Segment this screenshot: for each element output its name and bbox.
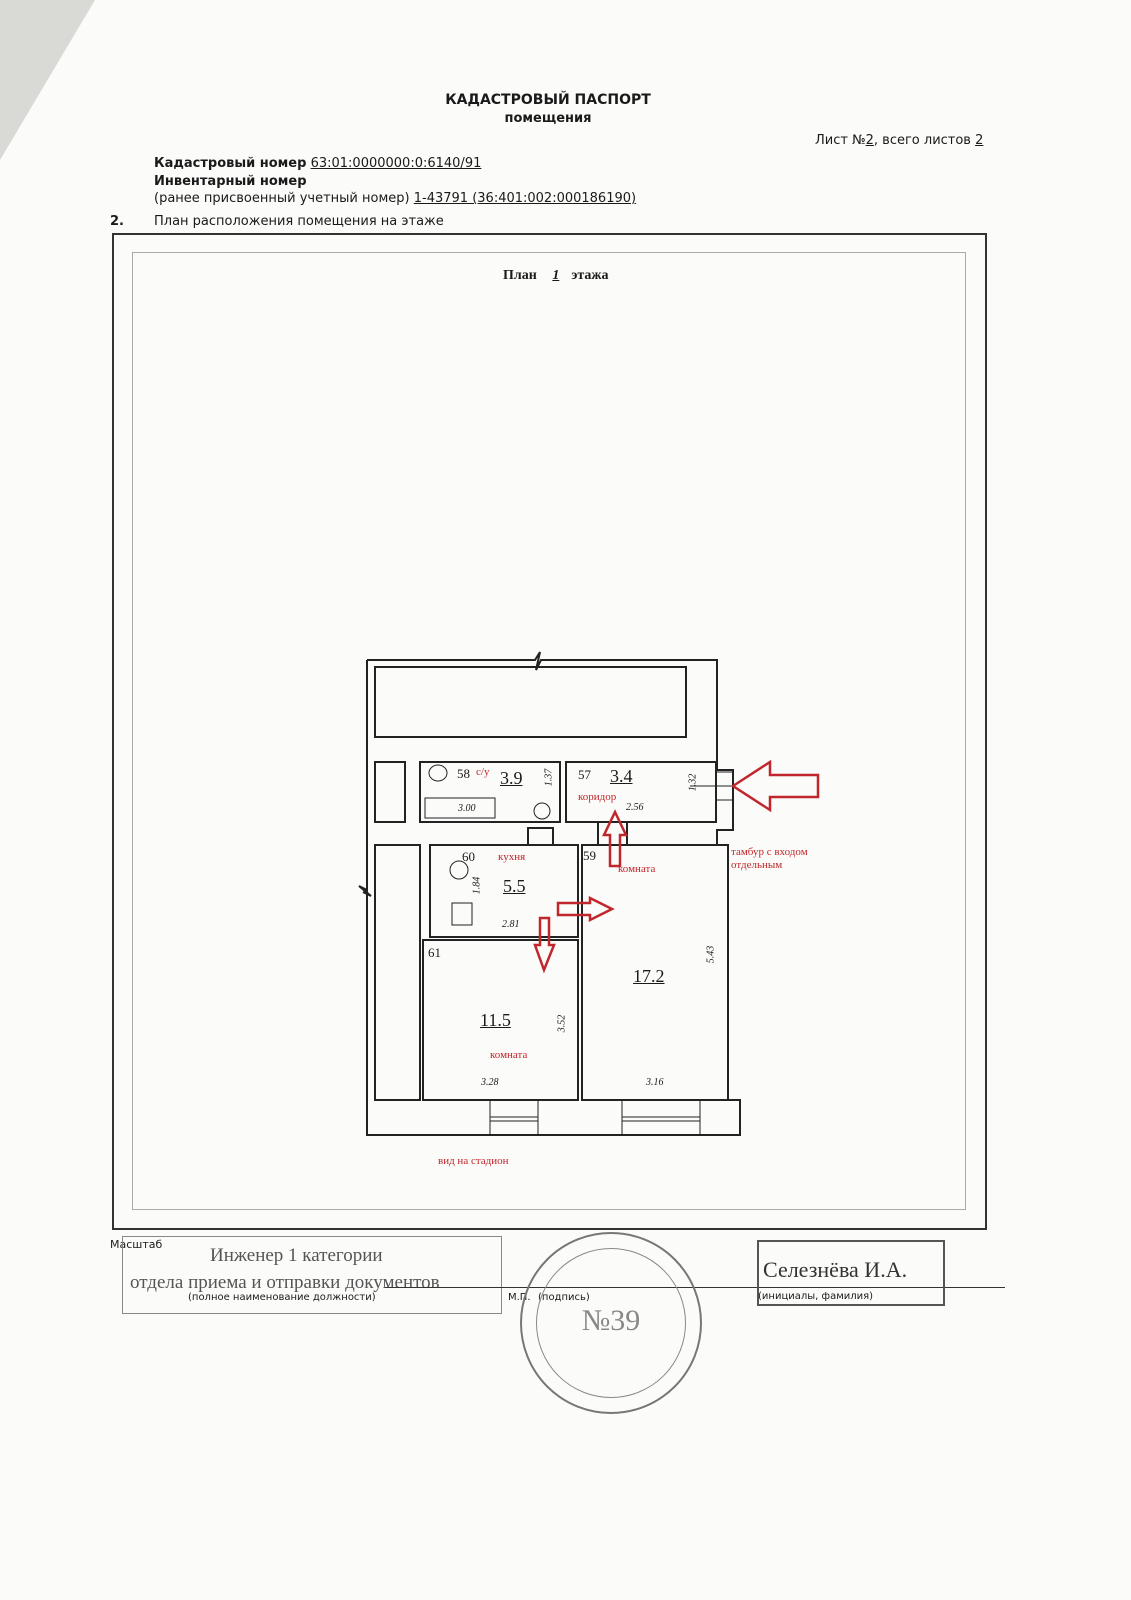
plan-frame: [112, 233, 987, 1230]
kitchen-area: 5.5: [503, 876, 526, 896]
arrow-down-icon: [533, 916, 556, 974]
room61-dim-length: 3.28: [481, 1077, 499, 1088]
wc-number: 58: [457, 766, 470, 781]
corridor-room: [565, 761, 717, 823]
entrance-note-2: отдельным: [731, 859, 783, 871]
corridor-dim-width: 1.32: [687, 773, 699, 792]
stove-icon: [451, 902, 473, 926]
toilet-icon: [428, 764, 448, 782]
plan-inner-frame: [132, 252, 966, 1210]
room59-name: комната: [618, 863, 656, 875]
mp-label: М.П.: [508, 1292, 531, 1303]
name-caption: (инициалы, фамилия): [758, 1291, 874, 1302]
prev-label: (ранее присвоенный учетный номер): [154, 191, 410, 206]
view-note: вид на стадион: [438, 1155, 509, 1167]
position-stamp: [122, 1236, 502, 1314]
break-mark: [358, 885, 372, 897]
cadastral-label: Кадастровый номер: [154, 156, 307, 171]
position-caption: (полное наименование должности): [188, 1292, 376, 1303]
room61-area: 11.5: [480, 1010, 511, 1030]
wc-name: с/у: [476, 766, 490, 778]
sink-icon: [533, 802, 551, 820]
corridor-number: 57: [578, 767, 591, 782]
wc-area: 3.9: [500, 768, 523, 788]
windows: [489, 1100, 701, 1135]
wall-niche: [374, 761, 406, 823]
sheet-number: Лист №2, всего листов 2: [815, 133, 983, 148]
document-title: КАДАСТРОВЫЙ ПАСПОРТ: [445, 92, 651, 108]
wc-dim-width: 1.37: [543, 768, 555, 787]
entrance-note: тамбур с входом: [731, 846, 808, 858]
room-59: [581, 844, 729, 1101]
corridor-door: [597, 822, 628, 845]
entrance-arrow-icon: [730, 759, 820, 813]
arrow-up-icon: [602, 809, 628, 868]
room59-dim-width: 5.43: [705, 945, 717, 964]
corridor-area: 3.4: [610, 766, 633, 786]
kitchen-sink-icon: [449, 860, 469, 880]
kitchen-room: [429, 844, 579, 938]
scale-label: Масштаб: [110, 1238, 163, 1251]
document-subtitle: помещения: [504, 111, 592, 126]
room61-name: комната: [490, 1049, 528, 1061]
plan-title-suffix: этажа: [571, 268, 609, 283]
outer-wall-top: [367, 651, 718, 770]
arrow-right-icon: [556, 895, 615, 923]
plan-title-prefix: План: [503, 268, 537, 283]
prev-value: 1-43791 (36:401:002:000186190): [413, 191, 637, 206]
room59-area: 17.2: [633, 966, 665, 986]
seal-number: №39: [581, 1304, 641, 1337]
corridor-dim-length: 2.56: [626, 802, 644, 813]
bathtub: [424, 797, 496, 819]
section-title: План расположения помещения на этаже: [154, 214, 444, 229]
entrance-door: [690, 771, 735, 801]
plan-floor: 1: [552, 268, 560, 283]
sheet-prefix: Лист №: [815, 133, 866, 148]
upper-block: [374, 666, 687, 738]
room-61: [422, 939, 579, 1101]
position-line-2: отдела приема и отправки документов: [130, 1272, 440, 1293]
sheet-total: 2: [975, 133, 984, 148]
wc-room: [419, 761, 561, 823]
room59-dim-length: 3.16: [646, 1077, 664, 1088]
page-fold: [0, 0, 95, 160]
kitchen-dim-length: 2.81: [502, 919, 520, 930]
previous-number: (ранее присвоенный учетный номер) 1-4379…: [154, 191, 636, 206]
kitchen-door-niche: [527, 827, 554, 845]
cadastral-number: Кадастровый номер 63:01:0000000:0:6140/9…: [154, 156, 481, 171]
name-stamp: [757, 1240, 945, 1306]
wc-dim-length: 3.00: [458, 803, 476, 814]
official-seal: №39: [520, 1232, 702, 1414]
inventory-label: Инвентарный номер: [154, 174, 307, 189]
room59-number: 59: [583, 848, 596, 863]
room61-number: 61: [428, 945, 441, 960]
corridor-name: коридор: [578, 791, 617, 803]
cadastral-value: 63:01:0000000:0:6140/91: [310, 156, 482, 171]
kitchen-number: 60: [462, 849, 475, 864]
kitchen-name: кухня: [498, 851, 526, 863]
section-number: 2.: [110, 214, 124, 229]
room61-dim-width: 3.52: [556, 1014, 568, 1033]
signer-name: Селезнёва И.А.: [763, 1257, 908, 1282]
plan-title: План 1 этажа: [503, 268, 609, 284]
sheet-no: 2: [865, 133, 874, 148]
sheet-mid: , всего листов: [873, 133, 976, 148]
kitchen-dim-width: 1.84: [471, 876, 483, 895]
position-line-1: Инженер 1 категории: [210, 1245, 383, 1266]
wall-left-niche: [374, 844, 421, 1101]
